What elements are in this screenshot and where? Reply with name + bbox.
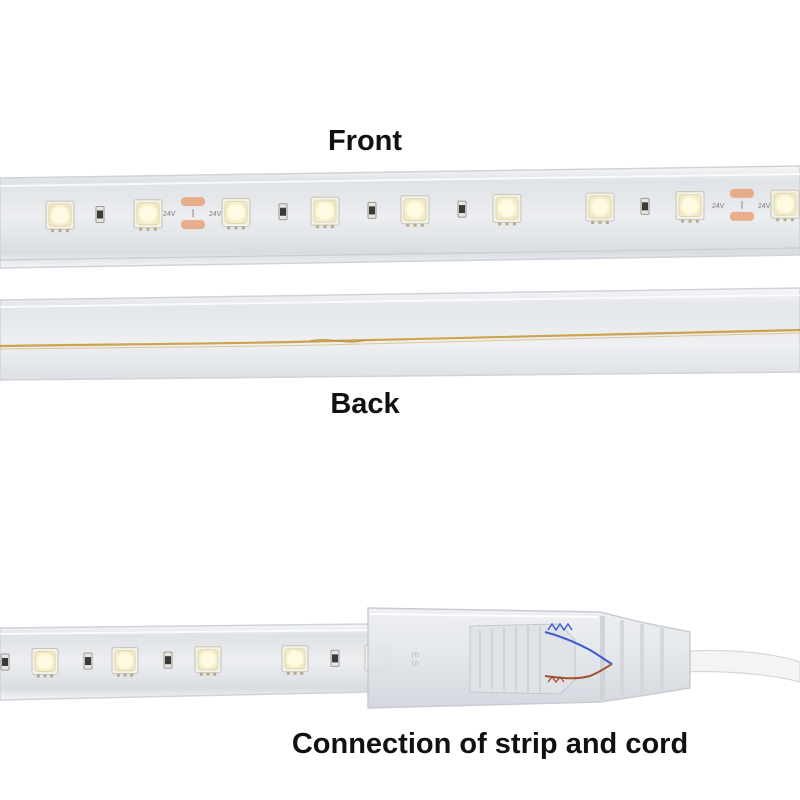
led-chip	[281, 645, 309, 675]
resistor	[95, 206, 105, 223]
resistor	[367, 201, 377, 219]
voltage-marking: 24V	[163, 211, 176, 218]
led-chip	[492, 193, 522, 226]
led-chip	[133, 199, 163, 231]
voltage-marking: 24V	[712, 203, 725, 210]
resistor	[330, 649, 340, 667]
caption-connection: Connection of strip and cord	[291, 728, 689, 760]
caption-front: Front	[327, 125, 403, 157]
led-chip	[310, 196, 340, 229]
brown-wire	[544, 663, 613, 680]
led-chip	[111, 647, 139, 677]
led-chip	[31, 648, 59, 678]
blue-wire	[544, 631, 613, 665]
led-chip	[221, 197, 251, 230]
caption-back: Back	[330, 388, 400, 420]
cut-mark-pad: 24V 24V	[163, 197, 222, 230]
resistor	[278, 203, 288, 221]
connection-strip: E S	[0, 607, 800, 709]
plug-connector: E S	[367, 607, 691, 709]
resistor	[83, 652, 93, 670]
cut-mark-pad: 24V 24V	[712, 188, 771, 221]
power-cord	[679, 649, 800, 683]
led-chip	[194, 646, 222, 676]
resistor	[457, 200, 467, 218]
led-chip	[675, 191, 705, 223]
back-strip	[0, 287, 800, 381]
led-chip	[400, 195, 430, 227]
led-chip	[45, 200, 75, 233]
led-chip	[770, 189, 800, 222]
voltage-marking: 24V	[758, 203, 771, 210]
resistor	[0, 653, 10, 671]
voltage-marking: 24V	[209, 211, 222, 218]
resistor	[640, 197, 650, 215]
led-chip	[585, 192, 615, 224]
front-strip: 24V 24V 24V 24V	[0, 165, 800, 269]
svg-text:E S: E S	[410, 652, 420, 667]
resistor	[163, 651, 173, 669]
